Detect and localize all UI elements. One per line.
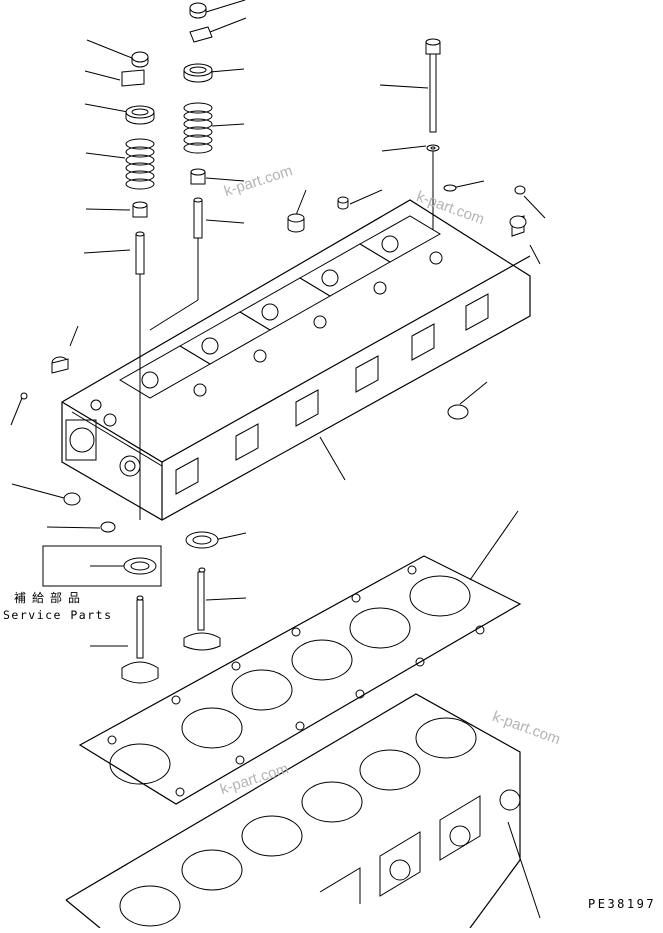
head-gasket [78,555,522,805]
leader-lines [10,0,546,919]
left-valve-stack [121,51,155,520]
cylinder-block [65,693,521,929]
service-parts-label-jp: 補給部品 [14,591,87,605]
service-parts-label-en: Service Parts [3,608,113,622]
middle-valve-stack [149,2,213,331]
plugs [20,184,527,533]
drawing-code: PE38197 [588,897,657,911]
valves [121,531,221,684]
head-bolt [425,38,441,230]
cylinder-head [61,199,531,521]
valve-spring-middle [183,102,213,154]
valve-spring-left [125,138,155,190]
service-parts-box [42,545,162,587]
